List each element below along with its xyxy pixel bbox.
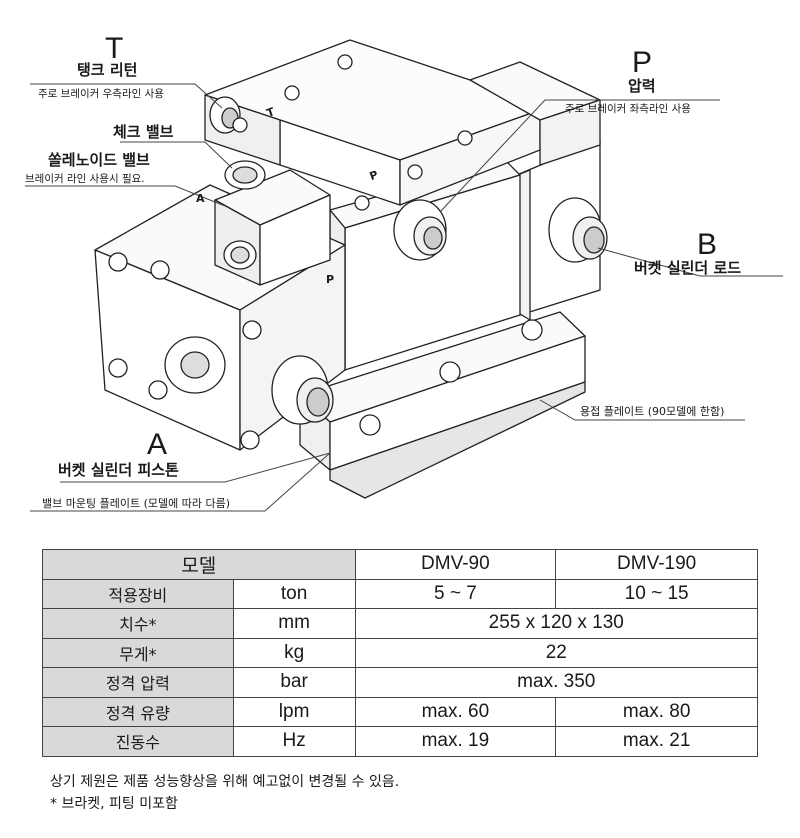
solenoid (214, 169, 331, 286)
row-unit: Hz (232, 726, 356, 757)
valve-illustration: T 탱크 리턴 주로 브레이커 우측라인 사용 체크 밸브 쏠레노이드 밸브 브… (25, 32, 783, 512)
mounting-plate-label: 밸브 마운팅 플레이트 (모델에 따라 다름) (42, 497, 230, 510)
b-letter: B (697, 228, 718, 261)
row-label: 무게* (42, 637, 234, 668)
leader-lines (25, 83, 783, 512)
header-dmv90: DMV-90 (354, 549, 557, 580)
header-dmv190: DMV-190 (555, 549, 758, 580)
row-value: 22 (354, 637, 759, 668)
tank-return-sub: 주로 브레이커 우측라인 사용 (38, 88, 164, 100)
row-label: 정격 유량 (42, 696, 234, 727)
solenoid-label: 쏠레노이드 밸브 (48, 151, 150, 169)
note-excluded: * 브라켓, 피팅 미포함 (50, 796, 178, 812)
row-value: max. 19 (354, 726, 557, 757)
check-valve-fitting (224, 160, 266, 190)
row-unit: lpm (232, 696, 356, 727)
row-label: 치수* (42, 608, 234, 639)
note-spec-change: 상기 제원은 제품 성능향상을 위해 예고없이 변경될 수 있음. (50, 774, 400, 790)
valve-drawing (25, 39, 783, 512)
pressure-label: 압력 (628, 77, 656, 95)
row-value: max. 60 (354, 696, 557, 727)
solenoid-sub: 브레이커 라인 사용시 필요. (25, 173, 145, 185)
row-value: max. 350 (354, 667, 759, 698)
top-block (204, 39, 601, 206)
row-value: 5 ~ 7 (354, 578, 557, 609)
row-unit: bar (232, 667, 356, 698)
a-letter: A (147, 428, 168, 461)
welding-plate-label: 용접 플레이트 (90모델에 한함) (580, 405, 725, 418)
table-row: 치수* mm 255 x 120 x 130 (42, 608, 759, 639)
body-mark-a: A (196, 192, 205, 205)
table-header-row: 모델 DMV-90 DMV-190 (42, 549, 758, 580)
bolts (108, 54, 543, 450)
table-row: 정격 압력 bar max. 350 (42, 667, 759, 698)
table-row: 무게* kg 22 (42, 637, 759, 668)
spec-table: 모델 DMV-90 DMV-190 적용장비 ton 5 ~ 7 10 ~ 15… (42, 549, 759, 757)
row-label: 진동수 (42, 726, 234, 757)
row-unit: mm (232, 608, 356, 639)
p-letter: P (632, 46, 653, 79)
header-model: 모델 (42, 549, 356, 580)
port-fittings (164, 96, 608, 425)
body-mark-p2: P (326, 273, 335, 286)
row-value: max. 21 (555, 726, 758, 757)
row-unit: kg (232, 637, 356, 668)
table-row: 정격 유량 lpm max. 60 max. 80 (42, 696, 758, 727)
table-row: 적용장비 ton 5 ~ 7 10 ~ 15 (42, 578, 758, 609)
tank-return-label: 탱크 리턴 (77, 61, 138, 79)
row-value: 255 x 120 x 130 (354, 608, 759, 639)
row-unit: ton (232, 578, 356, 609)
bucket-piston-label: 버켓 실린더 피스톤 (58, 461, 179, 479)
row-label: 적용장비 (42, 578, 234, 609)
row-value: max. 80 (555, 696, 758, 727)
row-value: 10 ~ 15 (555, 578, 758, 609)
row-label: 정격 압력 (42, 667, 234, 698)
check-valve-label: 체크 밸브 (113, 123, 174, 141)
bucket-rod-label: 버켓 실린더 로드 (634, 259, 742, 277)
table-row: 진동수 Hz max. 19 max. 21 (42, 726, 758, 757)
t-letter: T (105, 32, 124, 65)
pressure-sub: 주로 브레이커 좌측라인 사용 (565, 103, 691, 115)
